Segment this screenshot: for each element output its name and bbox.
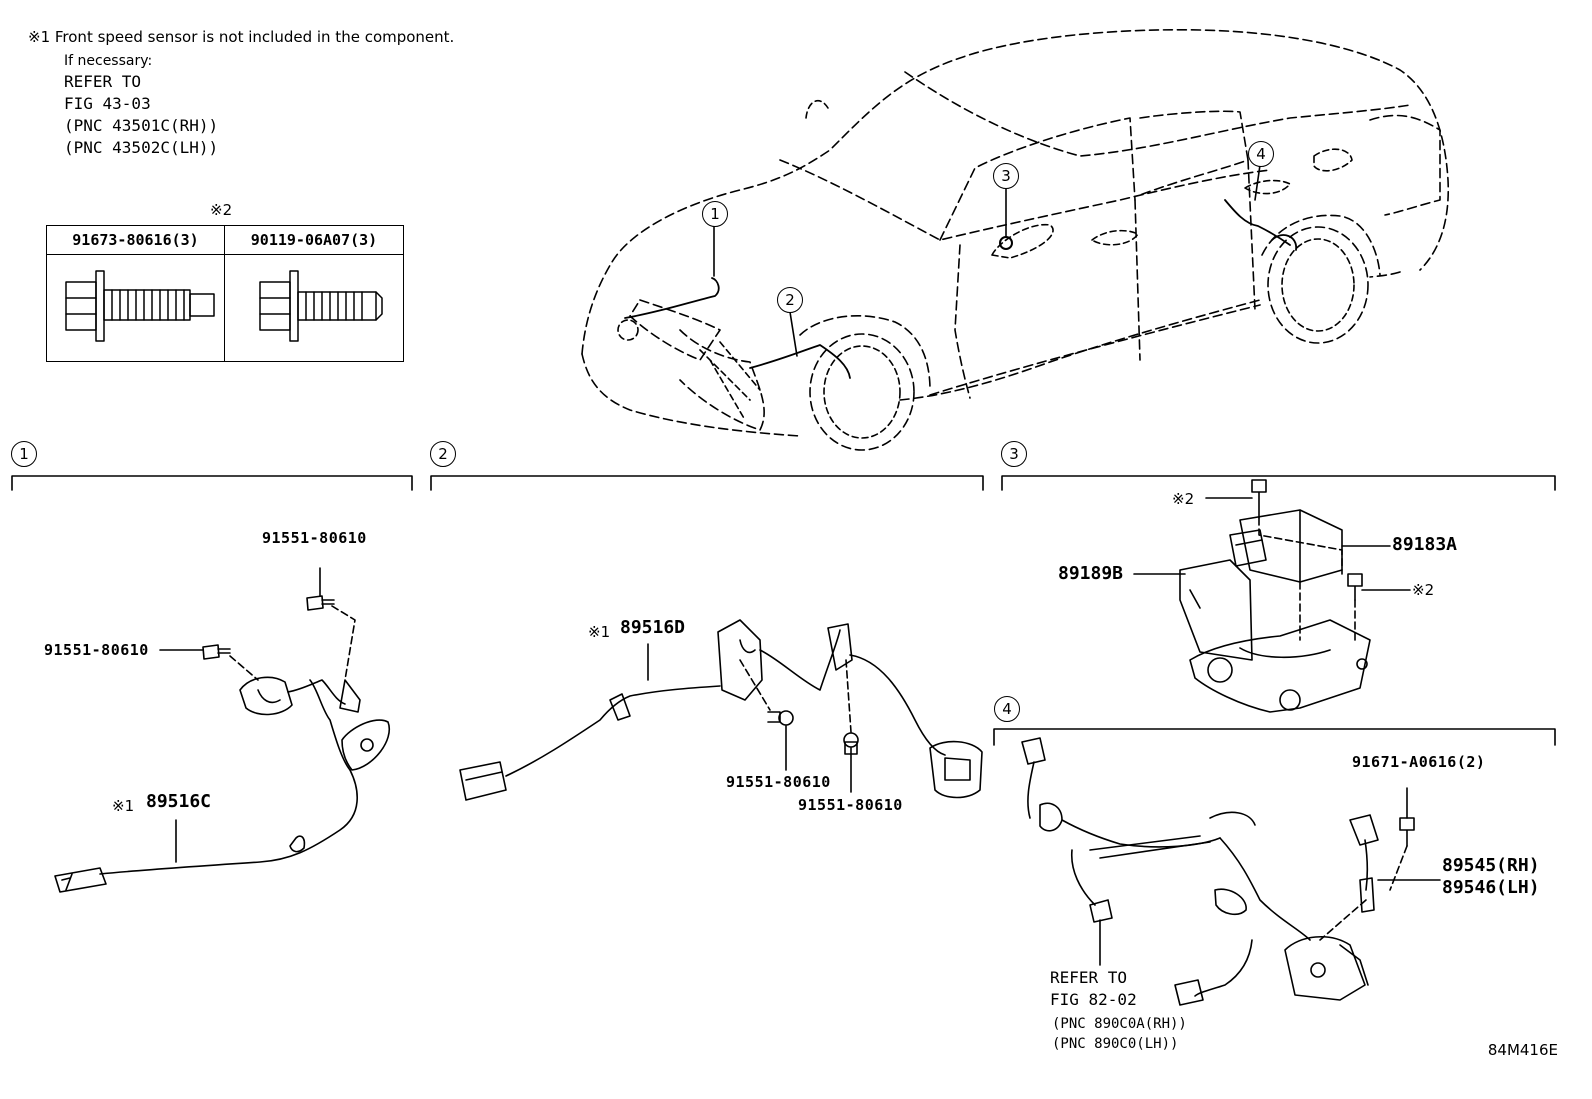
harness-rear-drawing [1021, 737, 1441, 1006]
s1-bolt-left-label: 91551-80610 [44, 641, 149, 659]
s4-sensor-lh-label: 89546(LH) [1442, 877, 1540, 898]
section1-bracket [11, 475, 413, 491]
sensor-89183A-drawing [1133, 479, 1411, 713]
s1-sensor-label: 89516C [146, 791, 212, 812]
note-if-necessary: If necessary: [64, 53, 153, 69]
figure-code: 84M416E [1487, 1041, 1558, 1059]
s1-sensor-mark: ※1 [112, 797, 135, 815]
bolt-table-mark: ※2 [210, 201, 233, 219]
callout-4: 4 [1248, 141, 1274, 167]
s4-pnc-lh: (PNC 890C0(LH)) [1052, 1036, 1179, 1052]
s3-mark-right: ※2 [1412, 581, 1435, 599]
bolt-table-divider [224, 226, 225, 361]
section3-number: 3 [1001, 441, 1027, 467]
note-front-sensor: ※1 Front speed sensor is not included in… [28, 28, 455, 46]
car-illustration [581, 28, 1450, 451]
s4-refer-to: REFER TO [1050, 968, 1128, 987]
s2-bolt-b-label: 91551-80610 [798, 796, 903, 814]
s4-fig: FIG 82-02 [1050, 990, 1137, 1009]
section4-number: 4 [994, 696, 1020, 722]
callout-2: 2 [777, 287, 803, 313]
s3-bracket-label: 89189B [1058, 563, 1124, 584]
s4-pnc-rh: (PNC 890C0A(RH)) [1052, 1016, 1187, 1032]
note-pnc-rh: (PNC 43501C(RH)) [64, 116, 219, 135]
s1-bolt-top-label: 91551-80610 [262, 529, 367, 547]
bolt-90119-icon [259, 270, 383, 342]
note-refer-to: REFER TO [64, 72, 142, 91]
s4-sensor-rh-label: 89545(RH) [1442, 855, 1540, 876]
section1-number: 1 [11, 441, 37, 467]
section4-bracket [993, 728, 1556, 746]
section3-bracket [1001, 475, 1556, 491]
section2-bracket [430, 475, 984, 491]
bolt-table-col1: 91673-80616(3) [47, 226, 224, 255]
s3-mark-top: ※2 [1172, 490, 1195, 508]
bolt-table: 91673-80616(3) 90119-06A07(3) [46, 225, 404, 362]
section2-number: 2 [430, 441, 456, 467]
callout-1: 1 [702, 201, 728, 227]
s2-sensor-mark: ※1 [588, 623, 611, 641]
s2-sensor-label: 89516D [620, 617, 686, 638]
bolt-table-col2: 90119-06A07(3) [225, 226, 403, 255]
sensor-89516D-drawing [459, 619, 983, 801]
bolt-91673-icon [65, 270, 215, 342]
sensor-89516C-drawing [54, 567, 391, 893]
s3-sensor-label: 89183A [1392, 534, 1458, 555]
note-fig: FIG 43-03 [64, 94, 151, 113]
callout-3: 3 [993, 163, 1019, 189]
s4-bolt-label: 91671-A0616(2) [1352, 753, 1486, 771]
note-pnc-lh: (PNC 43502C(LH)) [64, 138, 219, 157]
s2-bolt-a-label: 91551-80610 [726, 773, 831, 791]
